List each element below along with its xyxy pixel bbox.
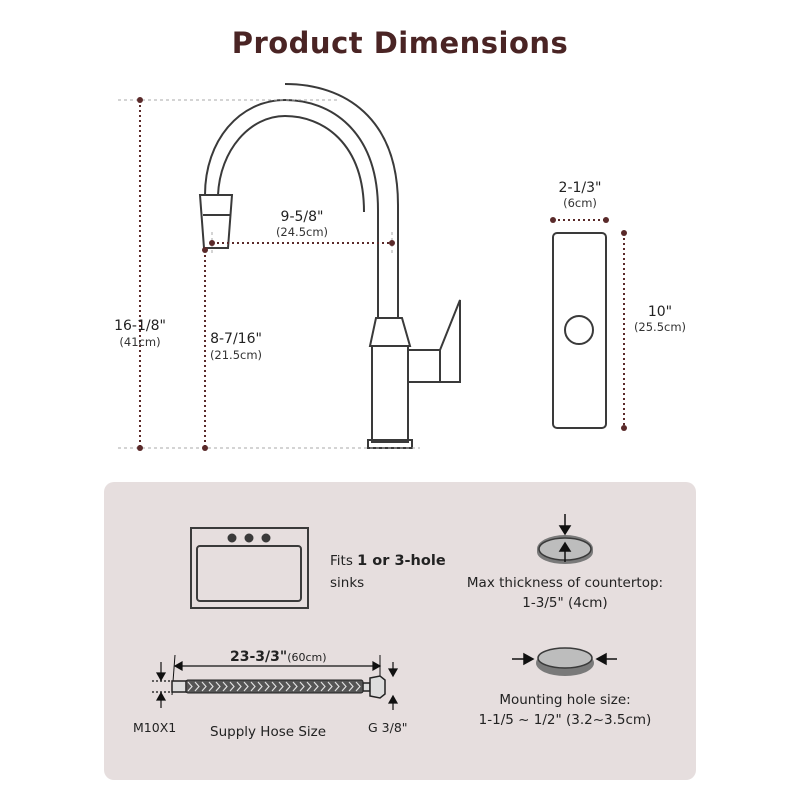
faucet-dimension-dots (137, 97, 395, 451)
sink-fits-text: Fits 1 or 3-hole (330, 553, 446, 569)
page-title: Product Dimensions (231, 26, 569, 60)
mounting-hole-icon (512, 647, 617, 676)
hose-length-in: 23-3/3" (230, 649, 288, 665)
hose-icon (152, 654, 399, 710)
sink-fits-prefix: Fits (330, 553, 358, 569)
countertop-label: Max thickness of countertop: (466, 575, 664, 591)
faucet-height-in: 16-1/8" (114, 318, 166, 334)
sink-icon (190, 527, 309, 609)
sink-fits-suffix: sinks (330, 575, 365, 591)
faucet-spout-height-in: 8-7/16" (210, 331, 262, 347)
deck-plate-drawing (550, 217, 627, 431)
faucet-height-cm: (41cm) (119, 335, 161, 349)
faucet-reach-cm: (24.5cm) (275, 225, 329, 239)
mounting-value: 1-1/5 ~ 1/2" (3.2~3.5cm) (478, 712, 652, 728)
countertop-thickness-icon (537, 514, 593, 564)
faucet-spout-height-cm: (21.5cm) (209, 348, 263, 362)
hose-right-thread: G 3/8" (368, 720, 408, 735)
info-panel (104, 482, 696, 780)
deck-plate-width-cm: (6cm) (563, 196, 597, 210)
deck-plate-width-in: 2-1/3" (558, 180, 602, 196)
hose-left-thread: M10X1 (133, 720, 177, 735)
hose-label: Supply Hose Size (210, 724, 327, 740)
countertop-value: 1-3/5" (4cm) (522, 595, 608, 611)
hose-length: 23-3/3"(60cm) (230, 646, 327, 665)
faucet-drawing (198, 83, 461, 449)
faucet-reach-in: 9-5/8" (280, 209, 324, 225)
faucet-dimension-lines (139, 100, 392, 448)
mounting-label: Mounting hole size: (499, 692, 631, 708)
hose-length-cm: (60cm) (287, 651, 327, 664)
deck-plate-length-in: 10" (647, 304, 673, 320)
sink-fits-bold: 1 or 3-hole (357, 553, 446, 569)
deck-plate-length-cm: (25.5cm) (633, 320, 687, 334)
